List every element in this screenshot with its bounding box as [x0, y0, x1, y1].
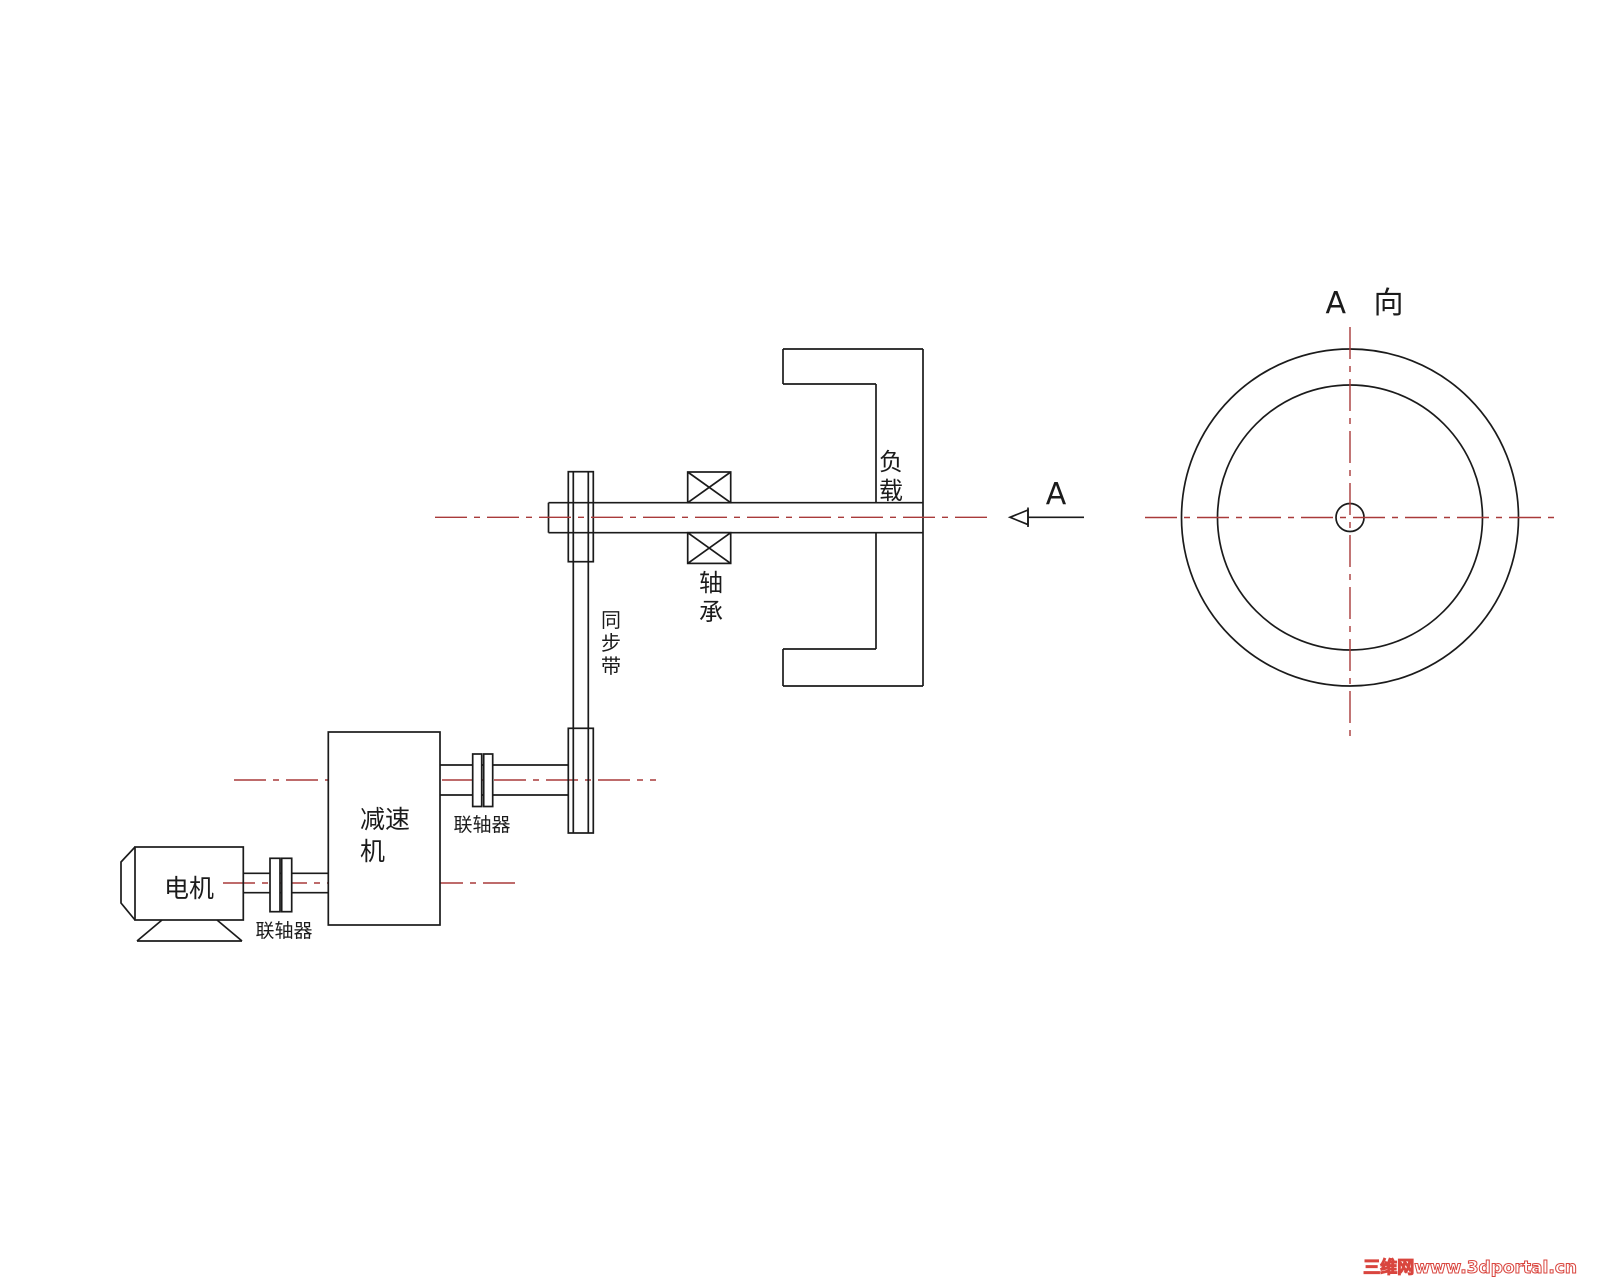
view-direction-arrow: A: [1007, 477, 1084, 527]
arrow-letter: A: [1046, 477, 1067, 512]
coupling-flange-right: [280, 857, 293, 913]
belt-label-char1: 同: [601, 608, 621, 632]
reducer-label-line2: 机: [360, 837, 385, 866]
motor-label: 电机: [164, 874, 214, 903]
belt-label-char2: 步: [601, 631, 621, 655]
motor: 电机: [120, 846, 245, 942]
motor-shaft-coupling: 联轴器: [243, 857, 329, 942]
a-view-title: A 向: [1325, 286, 1412, 321]
load-label-char2: 载: [879, 477, 903, 505]
coupling-motor-label: 联轴器: [255, 920, 312, 942]
reducer-label-line1: 减速: [360, 805, 410, 834]
pulley-lower: [567, 727, 595, 834]
load-bracket: 负 载: [782, 348, 924, 687]
bearing-label-char2: 承: [699, 598, 723, 626]
bearing-label-char1: 轴: [699, 569, 723, 597]
motor-base-left-line: [136, 919, 163, 942]
watermark-text: 三维网www.3dportal.cn: [1363, 1257, 1577, 1278]
coupling2-flange-right: [482, 753, 494, 808]
bearing: 轴 承: [686, 471, 732, 626]
reducer-body: [327, 731, 441, 926]
coupling-flange-left: [269, 857, 281, 913]
belt-label-char3: 带: [601, 654, 621, 678]
coupling2-flange-left: [471, 753, 483, 808]
a-view: A 向: [1145, 286, 1557, 743]
reducer: 减速 机: [327, 731, 441, 926]
bearing-lower-diagonal-2: [687, 532, 732, 565]
motor-base-right-line: [216, 919, 243, 942]
arrow-head-icon: [1007, 508, 1029, 526]
load-label-char1: 负: [879, 448, 903, 476]
belt-drive: 同 步 带: [567, 470, 621, 834]
bearing-upper-diagonal-2: [687, 471, 732, 504]
motor-body: [134, 846, 245, 921]
coupling-reducer-label: 联轴器: [453, 814, 510, 836]
reducer-output-shaft-coupling: 联轴器: [440, 753, 569, 836]
motor-front-bevel: [120, 846, 136, 921]
